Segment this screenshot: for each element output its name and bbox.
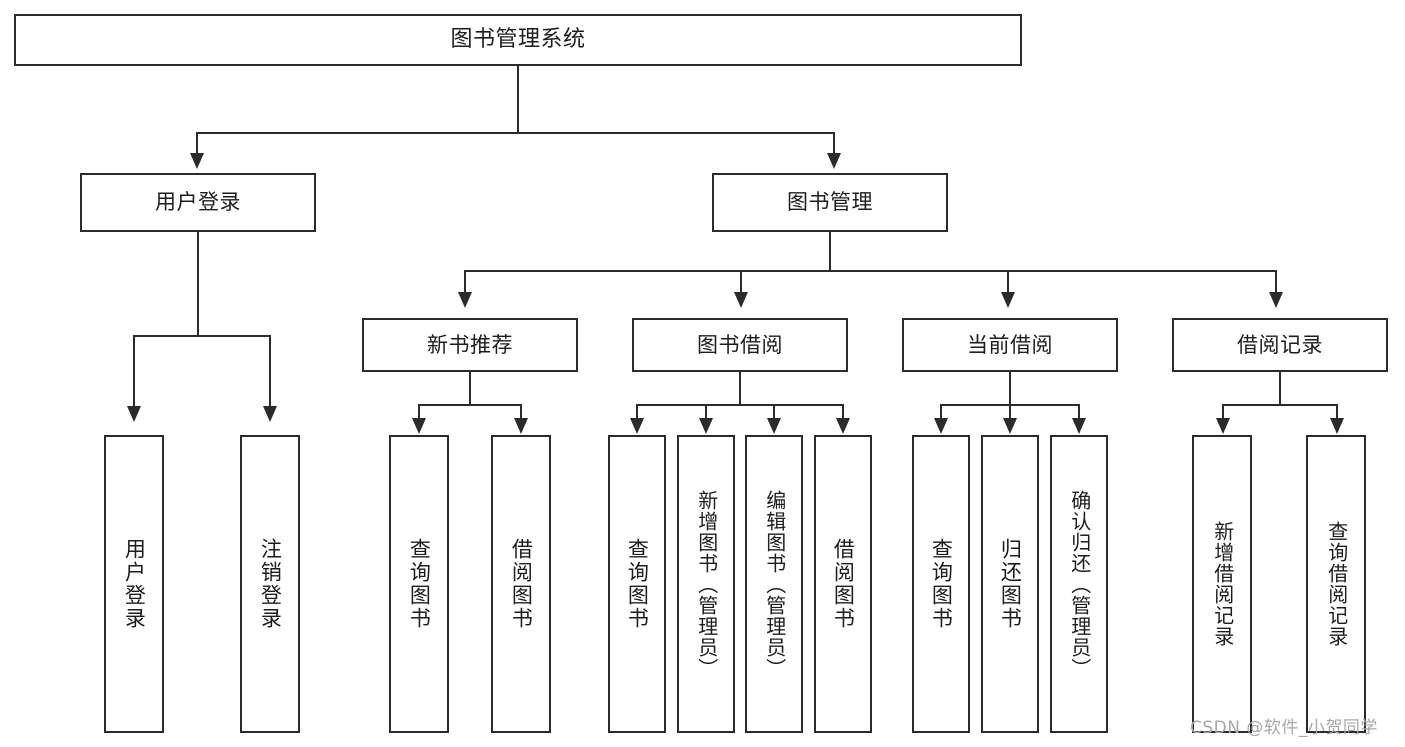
leaf-query-book-recommend[interactable]: 查询图书 (389, 435, 449, 733)
connector-cb-leaf-3 (1078, 404, 1080, 420)
connector-root-to-book-management (833, 132, 835, 155)
connector-br-leaf-2 (1336, 404, 1338, 420)
arrow-bb-leaf-4 (836, 418, 850, 434)
watermark: CSDN @软件_小贺同学 (1190, 718, 1378, 738)
arrow-br-leaf-2 (1330, 418, 1344, 434)
node-label: 借阅图书 (509, 538, 534, 630)
arrow-bm-to-borrow-record (1269, 292, 1283, 308)
connector-root-to-user-login (196, 132, 198, 155)
connector-bb-leaf-3 (773, 404, 775, 420)
arrow-user-login-to-leaf-1 (127, 406, 141, 422)
arrow-root-to-user-login (190, 153, 204, 169)
node-label: 用户登录 (122, 538, 147, 630)
arrow-cb-leaf-3 (1072, 418, 1086, 434)
connector-root-stem (517, 66, 519, 133)
connector-book-borrow-stem (739, 372, 741, 406)
node-user-login[interactable]: 用户登录 (80, 173, 316, 232)
arrow-nbr-leaf-1 (412, 418, 426, 434)
leaf-borrow-book-recommend[interactable]: 借阅图书 (491, 435, 551, 733)
connector-cb-leaf-2 (1009, 404, 1011, 420)
node-label: 图书借阅 (697, 332, 783, 357)
connector-current-borrow-stem (1009, 372, 1011, 406)
node-label: 确认归还（管理员） (1067, 489, 1092, 679)
node-label: 查询图书 (407, 538, 432, 630)
connector-new-book-recommend-bus (418, 404, 522, 406)
connector-user-login-to-leaf-1 (133, 335, 135, 408)
node-label: 归还图书 (998, 538, 1023, 630)
node-label: 新书推荐 (427, 332, 513, 357)
leaf-edit-book-admin[interactable]: 编辑图书（管理员） (745, 435, 803, 733)
node-label: 编辑图书（管理员） (762, 489, 787, 679)
connector-bm-to-level3-1 (464, 270, 466, 294)
leaf-add-borrow-record[interactable]: 新增借阅记录 (1192, 435, 1252, 733)
node-label: 查询图书 (929, 538, 954, 630)
node-label: 借阅图书 (831, 538, 856, 630)
connector-book-management-bus (464, 270, 1276, 272)
arrow-bb-leaf-1 (630, 418, 644, 434)
leaf-borrow-book[interactable]: 借阅图书 (814, 435, 872, 733)
leaf-query-book[interactable]: 查询图书 (608, 435, 666, 733)
node-book-management[interactable]: 图书管理 (712, 173, 948, 232)
leaf-query-book-current[interactable]: 查询图书 (912, 435, 970, 733)
connector-new-book-recommend-stem (469, 372, 471, 406)
arrow-bb-leaf-3 (767, 418, 781, 434)
node-new-book-recommend[interactable]: 新书推荐 (362, 318, 578, 372)
connector-book-management-stem (829, 232, 831, 272)
connector-user-login-to-leaf-2 (269, 335, 271, 408)
connector-user-login-stem (197, 232, 199, 336)
connector-br-leaf-1 (1222, 404, 1224, 420)
arrow-cb-leaf-2 (1003, 418, 1017, 434)
leaf-logout[interactable]: 注销登录 (240, 435, 300, 733)
arrow-bm-to-current-borrow (1001, 292, 1015, 308)
arrow-bm-to-book-borrow (734, 292, 748, 308)
connector-borrow-record-bus (1222, 404, 1338, 406)
connector-nbr-leaf-1 (418, 404, 420, 420)
node-label: 注销登录 (258, 538, 283, 630)
node-label: 新增借阅记录 (1210, 521, 1235, 647)
connector-book-borrow-bus (636, 404, 844, 406)
connector-cb-leaf-1 (940, 404, 942, 420)
arrow-br-leaf-1 (1216, 418, 1230, 434)
connector-bb-leaf-2 (705, 404, 707, 420)
node-label: 查询图书 (625, 538, 650, 630)
leaf-user-login[interactable]: 用户登录 (104, 435, 164, 733)
arrow-user-login-to-leaf-2 (263, 406, 277, 422)
connector-user-login-bus (133, 335, 270, 337)
node-label: 当前借阅 (967, 332, 1053, 357)
node-label: 新增图书（管理员） (694, 489, 719, 679)
connector-bb-leaf-1 (636, 404, 638, 420)
arrow-bm-to-new-book-recommend (458, 292, 472, 308)
leaf-query-borrow-record[interactable]: 查询借阅记录 (1306, 435, 1366, 733)
node-book-management-system[interactable]: 图书管理系统 (14, 14, 1022, 66)
arrow-bb-leaf-2 (699, 418, 713, 434)
node-borrow-record[interactable]: 借阅记录 (1172, 318, 1388, 372)
leaf-confirm-return-admin[interactable]: 确认归还（管理员） (1050, 435, 1108, 733)
arrow-cb-leaf-1 (934, 418, 948, 434)
leaf-return-book[interactable]: 归还图书 (981, 435, 1039, 733)
node-label: 借阅记录 (1237, 332, 1323, 357)
node-label: 图书管理 (787, 190, 873, 215)
connector-bb-leaf-4 (842, 404, 844, 420)
node-current-borrow[interactable]: 当前借阅 (902, 318, 1118, 372)
connector-root-bus (196, 132, 835, 134)
connector-bm-to-level3-2 (740, 270, 742, 294)
arrow-root-to-book-management (827, 153, 841, 169)
node-label: 用户登录 (155, 190, 241, 215)
node-label: 查询借阅记录 (1324, 521, 1349, 647)
connector-borrow-record-stem (1279, 372, 1281, 406)
arrow-nbr-leaf-2 (514, 418, 528, 434)
node-label: 图书管理系统 (450, 27, 586, 53)
leaf-add-book-admin[interactable]: 新增图书（管理员） (677, 435, 735, 733)
connector-bm-to-level3-3 (1007, 270, 1009, 294)
connector-bm-to-level3-4 (1275, 270, 1277, 294)
node-book-borrow[interactable]: 图书借阅 (632, 318, 848, 372)
connector-nbr-leaf-2 (520, 404, 522, 420)
